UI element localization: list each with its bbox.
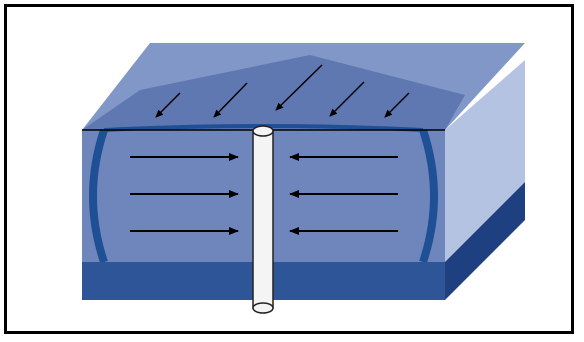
inflow-arrows-right [289, 153, 398, 235]
well-pipe-bottom [252, 302, 274, 314]
recharge-arrow [213, 82, 248, 118]
inflow-arrows-left [130, 153, 239, 235]
recharge-arrows [155, 64, 410, 118]
well-pipe [252, 125, 274, 314]
water-lens-edge-right [419, 128, 438, 264]
water-table-surface [82, 55, 465, 130]
base-layer-side [445, 182, 525, 300]
recharge-arrow [155, 92, 181, 118]
recharge-arrow [384, 92, 410, 118]
water-lens-edge-left [89, 128, 108, 264]
block-side-face [445, 60, 525, 262]
well-pipe-top [252, 125, 274, 137]
well-pipe-body [252, 130, 274, 309]
recharge-arrow [329, 81, 365, 117]
recharge-arrow [275, 64, 323, 111]
